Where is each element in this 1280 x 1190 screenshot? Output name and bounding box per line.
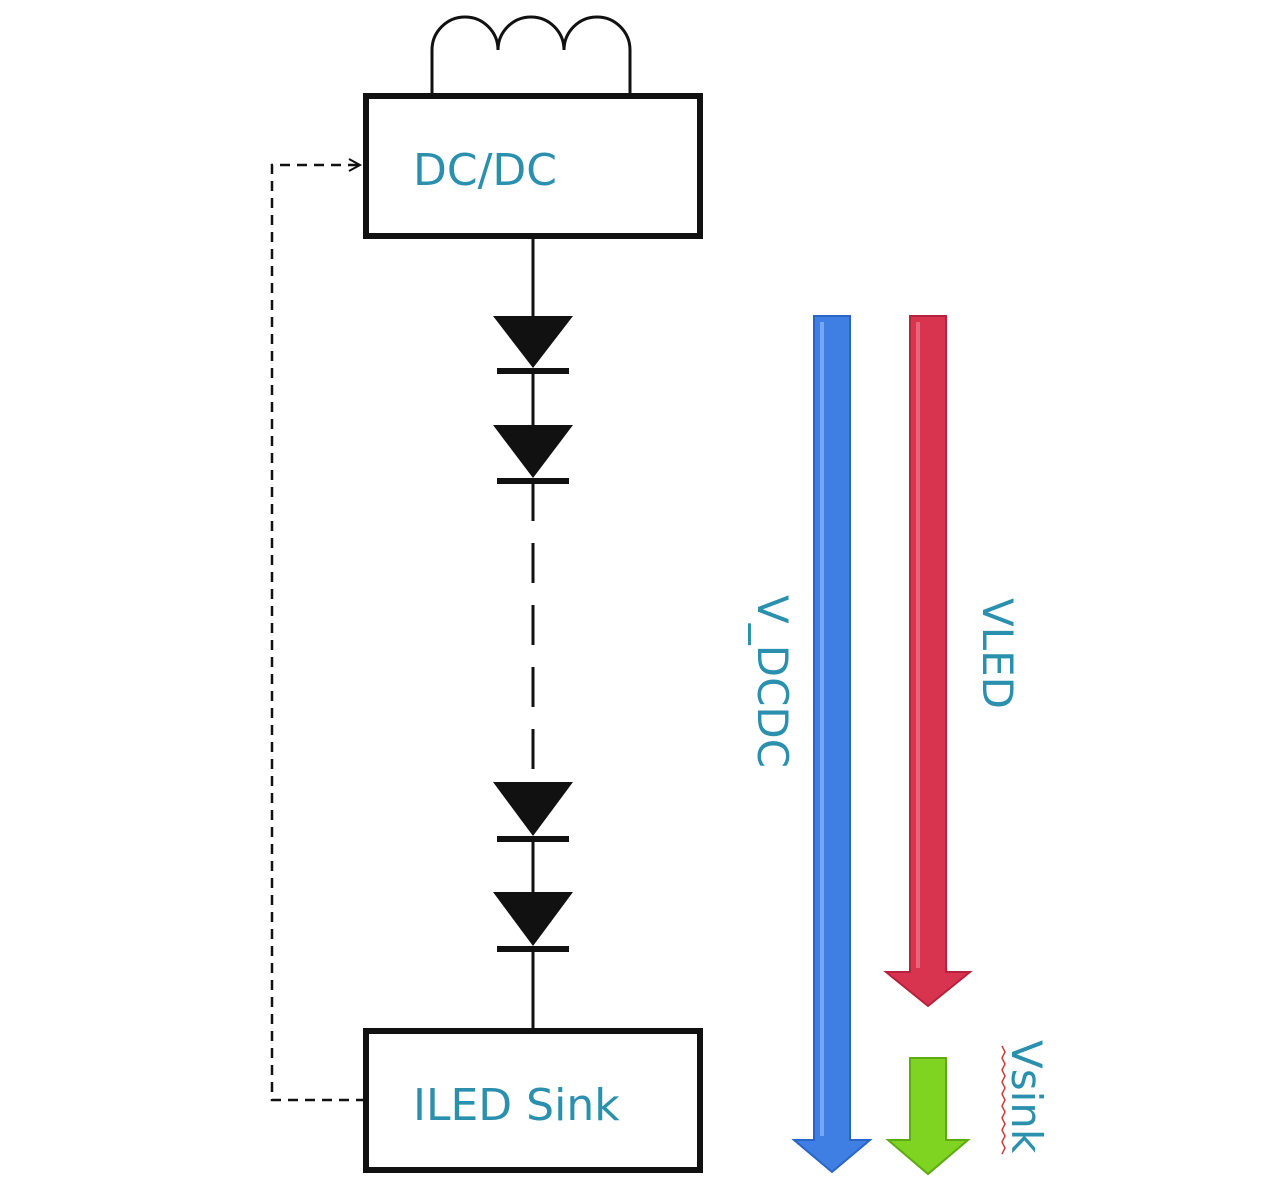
v-dcdc-arrow (791, 315, 873, 1174)
led-diode-icon (493, 425, 573, 484)
vsink-spellcheck-underline (1001, 1045, 1006, 1155)
led-diode-icon (493, 782, 573, 842)
led-diode-icon (493, 316, 573, 374)
iled-sink-block: ILED Sink (363, 1028, 703, 1173)
feedback-dashed-line (270, 158, 366, 1102)
inductor-coil (430, 15, 632, 95)
dcdc-label: DC/DC (413, 145, 557, 196)
vled-arrow (883, 315, 973, 1008)
vsink-label: Vsink (1002, 1040, 1051, 1154)
iled-sink-label: ILED Sink (413, 1080, 620, 1131)
vsink-arrow (885, 1057, 971, 1176)
dcdc-block: DC/DC (363, 93, 703, 239)
led-diode-icon (493, 892, 573, 952)
v-dcdc-label: V_DCDC (748, 595, 797, 768)
vled-label: VLED (973, 598, 1022, 709)
